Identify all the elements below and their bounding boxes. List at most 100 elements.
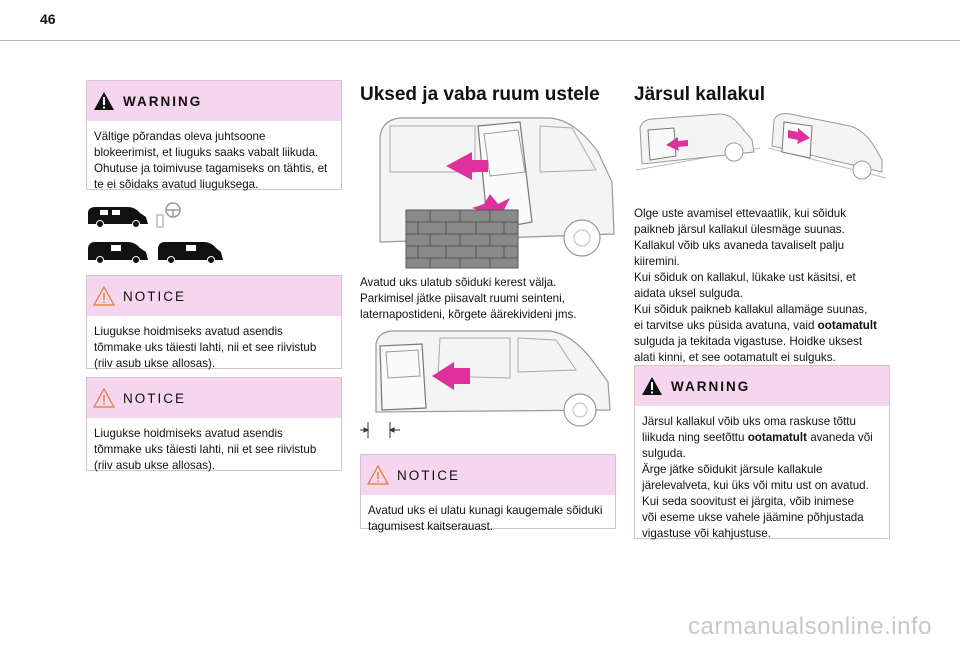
- doors-paragraph: Avatud uks ulatub sõiduki kerest välja. …: [360, 275, 577, 323]
- text-line: laternapostideni, kõrgete äärekivideni j…: [360, 308, 577, 321]
- van-icon: [88, 207, 148, 228]
- van-uphill: [635, 113, 761, 171]
- text-run: Kui sõiduk on kallakul, lükake ust käsit…: [634, 271, 856, 284]
- text-line: Kui sõiduk on kallakul, lükake ust käsit…: [634, 270, 877, 286]
- text-line: Vältige põrandas oleva juhtsoone: [94, 130, 266, 143]
- brick-wall-icon: [405, 209, 519, 269]
- illustration-slope: [634, 108, 890, 198]
- text-run: alati kinni, et see ootamatult ei sulguk…: [634, 351, 836, 364]
- page-number: 46: [40, 11, 56, 27]
- arrow-icon: [446, 152, 488, 180]
- illustration-door-wall: [360, 112, 618, 272]
- text-line: tõmmake uks täiesti lahti, nii et see ri…: [94, 341, 317, 354]
- notice-box-left-1: NOTICE Liugukse hoidmiseks avatud asendi…: [86, 275, 342, 370]
- header-rule: [0, 40, 960, 41]
- warning-title: WARNING: [123, 93, 203, 109]
- text-line: Avatud uks ulatub sõiduki kerest välja.: [360, 276, 557, 289]
- text-line: Kui seda soovitust ei järgita, võib inim…: [642, 494, 881, 510]
- text-run: Järsul kallakul võib uks oma raskuse tõt…: [642, 415, 856, 428]
- illustration-door-clearance: [360, 326, 618, 444]
- text-line: paikneb järsul kallakul ülesmäge suunas.: [634, 222, 877, 238]
- text-line: (riiv asub ukse allosas).: [94, 459, 216, 472]
- notice-box-left-2: NOTICE Liugukse hoidmiseks avatud asendi…: [86, 377, 342, 472]
- warning-title: WARNING: [671, 378, 751, 394]
- arrow-icon: [788, 128, 810, 144]
- notice-body: Liugukse hoidmiseks avatud asendis tõmma…: [87, 418, 341, 482]
- vehicle-version-icons: [86, 198, 236, 268]
- emphasis: ootamatult: [747, 431, 807, 444]
- text-line: ei tarvitse uks püsida avatuna, vaid oot…: [634, 318, 877, 334]
- warning-box-right: WARNING Järsul kallakul võib uks oma ras…: [634, 365, 890, 540]
- text-line: või eseme ukse vahele jäämine põhjustada: [642, 510, 881, 526]
- van-icon: [88, 242, 148, 264]
- text-line: kiiremini.: [634, 254, 877, 270]
- warning-body: Vältige põrandas oleva juhtsoone blokeer…: [87, 121, 341, 201]
- text-line: aidata uksel sulguda.: [634, 286, 877, 302]
- text-run: Kui sõiduk paikneb kallakul allamäge suu…: [634, 303, 868, 316]
- section-title-doors: Uksed ja vaba ruum ustele: [360, 84, 600, 105]
- text-line: Järsul kallakul võib uks oma raskuse tõt…: [642, 414, 881, 430]
- text-line: (riiv asub ukse allosas).: [94, 357, 216, 370]
- notice-triangle-icon: [93, 286, 115, 306]
- warning-body: Järsul kallakul võib uks oma raskuse tõt…: [635, 406, 889, 550]
- text-line: tõmmake uks täiesti lahti, nii et see ri…: [94, 443, 317, 456]
- text-line: Kallakul võib uks avaneda tavaliselt pal…: [634, 238, 877, 254]
- text-run: vigastuse või kahjustuse.: [642, 527, 771, 540]
- text-line: Ohutuse ja toimivuse tagamiseks on tähti…: [94, 162, 328, 175]
- text-line: Kui sõiduk paikneb kallakul allamäge suu…: [634, 302, 877, 318]
- notice-body: Liugukse hoidmiseks avatud asendis tõmma…: [87, 316, 341, 380]
- text-line: alati kinni, et see ootamatult ei sulguk…: [634, 350, 877, 366]
- text-line: Avatud uks ei ulatu kunagi kaugemale sõi…: [368, 504, 603, 517]
- text-line: Ärge jätke sõidukit järsule kallakule: [642, 462, 881, 478]
- text-run: avaneda või: [806, 431, 873, 444]
- warning-triangle-icon: [94, 92, 114, 110]
- text-run: Kallakul võib uks avaneda tavaliselt pal…: [634, 239, 845, 252]
- notice-body: Avatud uks ei ulatu kunagi kaugemale sõi…: [361, 495, 615, 543]
- text-line: liikuda ning seetõttu ootamatult avaneda…: [642, 430, 881, 446]
- notice-header: NOTICE: [87, 276, 341, 316]
- slope-paragraph: Olge uste avamisel ettevaatlik, kui sõid…: [634, 206, 877, 366]
- warning-header: WARNING: [87, 81, 341, 121]
- notice-box-middle: NOTICE Avatud uks ei ulatu kunagi kaugem…: [360, 454, 616, 533]
- text-run: sulguda ja tekitada vigastuse. Hoidke uk…: [634, 335, 863, 348]
- text-run: järelevalveta, kui üks või mitu ust on a…: [642, 479, 869, 492]
- van-icon: [158, 242, 223, 264]
- text-run: Ärge jätke sõidukit järsule kallakule: [642, 463, 823, 476]
- text-line: sulguda ja tekitada vigastuse. Hoidke uk…: [634, 334, 877, 350]
- notice-title: NOTICE: [397, 467, 461, 483]
- text-run: Olge uste avamisel ettevaatlik, kui sõid…: [634, 207, 847, 220]
- warning-triangle-icon: [642, 377, 662, 395]
- text-run: Kui seda soovitust ei järgita, võib inim…: [642, 495, 855, 508]
- notice-triangle-icon: [93, 388, 115, 408]
- steering-wheel-icon: [156, 202, 181, 228]
- notice-header: NOTICE: [87, 378, 341, 418]
- notice-title: NOTICE: [123, 390, 187, 406]
- text-line: te ei sõidaks avatud liuguksega.: [94, 178, 259, 191]
- text-line: vigastuse või kahjustuse.: [642, 526, 881, 542]
- section-title-slope: Järsul kallakul: [634, 84, 765, 105]
- text-line: sulguda.: [642, 446, 881, 462]
- text-run: paikneb järsul kallakul ülesmäge suunas.: [634, 223, 845, 236]
- text-line: Liugukse hoidmiseks avatud asendis: [94, 325, 283, 338]
- text-line: Parkimisel jätke piisavalt ruumi seinten…: [360, 292, 565, 305]
- text-run: sulguda.: [642, 447, 686, 460]
- text-line: blokeerimist, et liuguks saaks vabalt li…: [94, 146, 319, 159]
- arrow-icon: [666, 137, 688, 151]
- text-run: kiiremini.: [634, 255, 680, 268]
- text-line: Olge uste avamisel ettevaatlik, kui sõid…: [634, 206, 877, 222]
- warning-box-left: WARNING Vältige põrandas oleva juhtsoone…: [86, 80, 342, 191]
- emphasis: ootamatult: [817, 319, 877, 332]
- text-run: või eseme ukse vahele jäämine põhjustada: [642, 511, 864, 524]
- arrow-icon: [432, 362, 470, 390]
- text-run: aidata uksel sulguda.: [634, 287, 743, 300]
- text-line: tagumisest kaitserauast.: [368, 520, 494, 533]
- text-line: järelevalveta, kui üks või mitu ust on a…: [642, 478, 881, 494]
- notice-triangle-icon: [367, 465, 389, 485]
- notice-title: NOTICE: [123, 288, 187, 304]
- text-run: liikuda ning seetõttu: [642, 431, 748, 444]
- notice-header: NOTICE: [361, 455, 615, 495]
- watermark: carmanualsonline.info: [688, 613, 932, 640]
- warning-header: WARNING: [635, 366, 889, 406]
- text-run: ei tarvitse uks püsida avatuna, vaid: [634, 319, 818, 332]
- van-downhill: [767, 113, 887, 180]
